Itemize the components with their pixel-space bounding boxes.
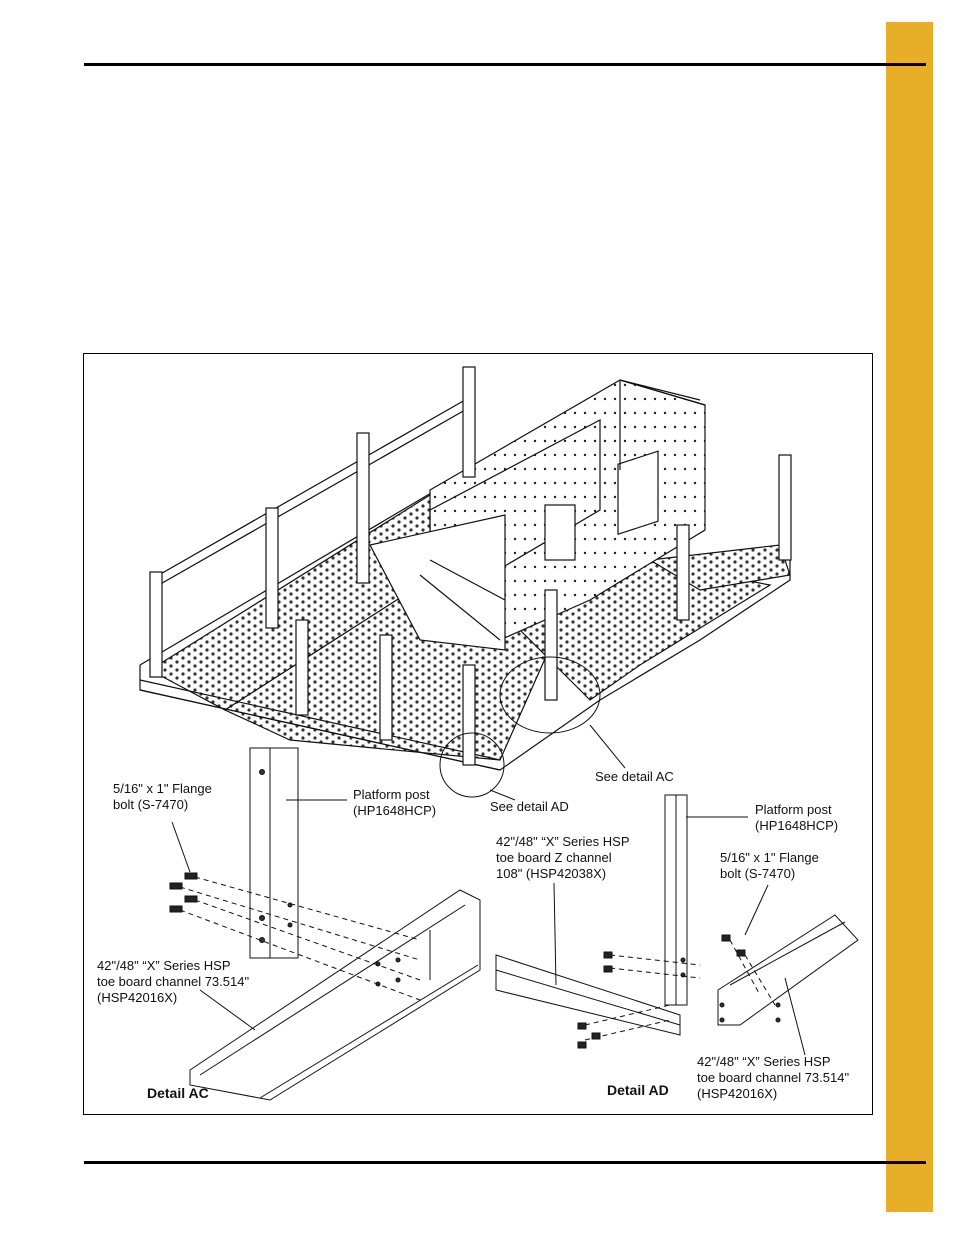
see-detail-ad-callout: See detail AD	[490, 799, 569, 814]
see-detail-ac-callout: See detail AC	[595, 769, 674, 784]
detail-ac-platform-post-label: Platform post (HP1648HCP)	[353, 787, 437, 818]
detail-ad-platform-post-label: Platform post (HP1648HCP)	[755, 802, 839, 833]
header-rule	[84, 63, 926, 66]
side-tab	[886, 22, 933, 1212]
footer-rule	[84, 1161, 926, 1164]
detail-ac-toe-board-channel-label: 42"/48" “X” Series HSP toe board channel…	[97, 958, 250, 1005]
detail-ac-drawing	[169, 747, 481, 1101]
detail-ad-title: Detail AD	[607, 1082, 669, 1098]
detail-ad-drawing	[495, 794, 859, 1056]
detail-ac-title: Detail AC	[147, 1085, 209, 1101]
platform-posts	[149, 366, 792, 766]
detail-ad-z-channel-label: 42"/48" “X” Series HSP toe board Z chann…	[496, 834, 630, 881]
detail-callout-circles	[439, 656, 626, 801]
detail-ac-flange-bolt-label: 5/16" x 1" Flange bolt (S-7470)	[113, 781, 212, 812]
detail-ad-toe-board-channel-label: 42"/48" “X” Series HSP toe board channel…	[697, 1054, 850, 1101]
detail-ad-flange-bolt-label: 5/16" x 1" Flange bolt (S-7470)	[720, 850, 819, 881]
assembly-figure	[83, 353, 873, 1115]
